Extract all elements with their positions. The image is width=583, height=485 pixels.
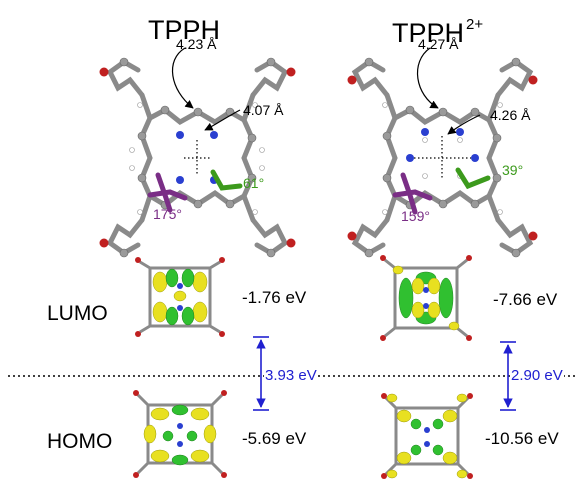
angle-label-tpph-purple: 175° <box>153 206 182 222</box>
tpph-purple-highlight <box>147 172 188 213</box>
gap-arrow-tpph <box>253 336 269 411</box>
tpph-distance-arrow-2 <box>204 109 241 131</box>
homo-energy-tpph: -5.69 eV <box>242 429 307 448</box>
tpph-green-highlight <box>210 169 243 191</box>
molecule-tpph2-structure <box>347 47 538 258</box>
angle-label-tpph-green: 61° <box>243 175 265 191</box>
homo-orbital-tpph2 <box>381 393 473 479</box>
lumo-orbital-tpph2 <box>380 255 472 341</box>
gap-arrow-tpph2 <box>500 341 516 411</box>
homo-energy-tpph2: -10.56 eV <box>485 429 559 448</box>
distance-label-tpph-right: 4.07 Å <box>243 102 284 118</box>
molecule-tpph-structure <box>99 47 296 258</box>
column-title-tpph: TPPH <box>148 15 221 45</box>
tpph-distance-arrow-1 <box>171 47 194 109</box>
angle-label-tpph2-green: 39° <box>502 162 524 178</box>
lumo-energy-tpph: -1.76 eV <box>242 288 307 307</box>
lumo-label: LUMO <box>47 302 108 325</box>
gap-label-tpph: 3.93 eV <box>264 367 318 384</box>
tpph-oxygens <box>99 67 296 248</box>
gap-label-tpph2: 2.90 eV <box>510 367 564 384</box>
homo-orbital-tpph <box>133 390 227 478</box>
charge-superscript: 2+ <box>466 16 484 33</box>
lumo-orbital-tpph <box>135 257 225 337</box>
homo-label: HOMO <box>47 430 113 453</box>
distance-label-tpph2-right: 4.26 Å <box>490 107 531 123</box>
lumo-energy-tpph2: -7.66 eV <box>493 290 558 309</box>
angle-label-tpph2-purple: 159° <box>401 208 430 224</box>
distance-label-tpph2-top: 4.27 Å <box>418 36 459 52</box>
tpph-hydrogens <box>129 102 265 215</box>
distance-label-tpph-top: 4.23 Å <box>176 36 217 52</box>
